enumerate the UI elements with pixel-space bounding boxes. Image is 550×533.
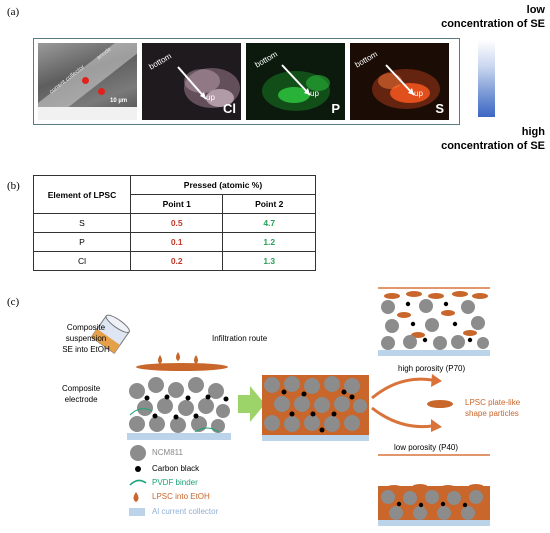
panel-c-label: (c) bbox=[7, 296, 20, 308]
point-2-cell: 1.2 bbox=[222, 232, 316, 252]
cl-element-label: Cl bbox=[223, 101, 236, 116]
element-cell: Cl bbox=[33, 251, 131, 271]
sem-info-bar bbox=[38, 107, 137, 120]
element-header: Element of LPSC bbox=[33, 175, 131, 214]
carbon-black-legend-text: Carbon black bbox=[152, 464, 200, 473]
table-row: P 0.1 1.2 bbox=[33, 232, 316, 252]
point-1-cell: 0.2 bbox=[129, 251, 224, 271]
point-1-marker bbox=[82, 77, 89, 84]
carbon-black-legend-icon bbox=[135, 466, 141, 472]
point-2-marker bbox=[98, 88, 105, 95]
al-legend-icon bbox=[129, 508, 145, 516]
lpsc-plate bbox=[136, 363, 228, 371]
lpsc-legend-icon bbox=[133, 492, 139, 502]
lpsc-plate-label-line2: shape particles bbox=[465, 409, 519, 418]
high-porosity-electrode bbox=[378, 287, 490, 356]
point-2-cell: 1.3 bbox=[222, 251, 316, 271]
arrow-head-down bbox=[431, 419, 442, 432]
low-porosity-label: low porosity (P40) bbox=[394, 443, 459, 452]
composite-electrode-label-line1: Composite bbox=[62, 384, 101, 393]
point-2-cell: 4.7 bbox=[222, 213, 316, 233]
low-concentration-label: concentration of SE bbox=[441, 18, 545, 30]
eds-map-frame: current collector anode 10 µm bottom up … bbox=[33, 38, 460, 125]
suspension-label-line3: SE into EtOH bbox=[62, 345, 110, 354]
table-row: Cl 0.2 1.3 bbox=[33, 251, 316, 271]
pvdf-legend-icon bbox=[129, 479, 147, 486]
s-element-label: S bbox=[435, 101, 444, 116]
scale-bar-label: 10 µm bbox=[110, 98, 128, 104]
s-map-svg bbox=[372, 64, 440, 109]
infiltrated-electrode bbox=[262, 375, 369, 441]
cl-up-label: up bbox=[206, 93, 215, 102]
process-arrow-icon bbox=[238, 386, 265, 422]
point-1-cell: 0.5 bbox=[129, 213, 224, 233]
sem-image: current collector anode 10 µm bbox=[38, 43, 137, 120]
element-cell: S bbox=[33, 213, 131, 233]
cl-map-svg bbox=[177, 66, 240, 108]
suspension-label-line2: suspension bbox=[65, 334, 107, 343]
low-porosity-electrode bbox=[378, 484, 490, 526]
suspension-label-line1: Composite bbox=[66, 323, 106, 332]
high-porosity-label: high porosity (P70) bbox=[398, 364, 466, 373]
p-map: bottom up P bbox=[246, 43, 345, 120]
p-up-label: up bbox=[310, 89, 319, 98]
arrow-to-high-porosity bbox=[371, 377, 433, 400]
s-map: bottom up S bbox=[350, 43, 449, 120]
composite-electrode-label-line2: electrode bbox=[64, 395, 98, 404]
low-label: low bbox=[526, 4, 545, 16]
composite-electrode-label: Composite electrode bbox=[62, 383, 100, 405]
panel-a-label: (a) bbox=[7, 6, 20, 18]
high-label: high bbox=[521, 126, 545, 138]
arrow-head-up bbox=[431, 374, 442, 387]
lpsc-plate-label: LPSC plate-like shape particles bbox=[465, 397, 520, 419]
p-map-svg bbox=[262, 64, 330, 111]
cl-map: bottom up Cl bbox=[142, 43, 241, 120]
point-2-header: Point 2 bbox=[222, 194, 316, 214]
schematic-diagram bbox=[90, 287, 490, 526]
lpsc-plate-particle-icon bbox=[427, 400, 453, 408]
al-legend-text: Al current collector bbox=[152, 507, 219, 516]
lpsc-legend-text: LPSC into EtOH bbox=[152, 492, 210, 501]
infiltration-route-label: Infiltration route bbox=[212, 334, 268, 343]
ncm811-legend-icon bbox=[130, 445, 146, 461]
point-1-cell: 0.1 bbox=[129, 232, 224, 252]
suspension-container-icon bbox=[90, 314, 130, 354]
point-1-header: Point 1 bbox=[129, 194, 224, 214]
p-element-label: P bbox=[331, 101, 340, 116]
arrow-to-low-porosity bbox=[371, 406, 433, 429]
composite-electrode bbox=[127, 377, 231, 440]
concentration-gradient-bar bbox=[478, 40, 495, 117]
pvdf-legend-text: PVDF binder bbox=[152, 478, 198, 487]
composition-table: Element of LPSC Pressed (atomic %) Point… bbox=[33, 175, 316, 271]
suspension-label: Composite suspension SE into EtOH bbox=[54, 322, 118, 355]
lpsc-droplets bbox=[158, 352, 198, 364]
pressed-header: Pressed (atomic %) bbox=[130, 175, 316, 195]
panel-b-label: (b) bbox=[7, 180, 20, 192]
table-row: S 0.5 4.7 bbox=[33, 213, 316, 233]
lpsc-plate-label-line1: LPSC plate-like bbox=[465, 398, 521, 407]
high-concentration-label: concentration of SE bbox=[441, 140, 545, 152]
ncm811-legend-text: NCM811 bbox=[152, 448, 183, 457]
element-cell: P bbox=[33, 232, 131, 252]
s-up-label: up bbox=[414, 89, 423, 98]
